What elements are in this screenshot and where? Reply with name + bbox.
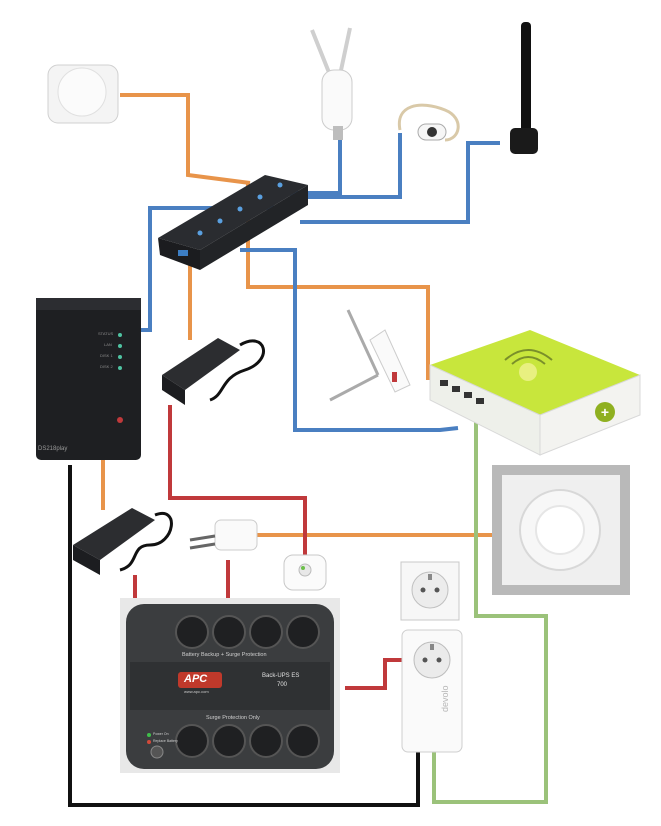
line-cable-box-plc <box>432 420 548 804</box>
ups-brand-logo: APC <box>184 673 208 685</box>
motion-sensor-icon <box>47 64 119 124</box>
wall-socket-icon <box>400 561 460 621</box>
ethernet-cable-hub-box <box>240 248 459 432</box>
ups-brand-url: www.apc.com <box>184 689 209 694</box>
ups-led-power-label: Power On <box>153 732 169 736</box>
lte-modem-icon <box>329 309 411 402</box>
ups-model-line1: Back-UPS ES <box>262 673 300 679</box>
ups-bottom-bank-label: Surge Protection Only <box>206 715 260 721</box>
ups-model-line2: 700 <box>277 682 288 688</box>
power-cable-adapter-ups <box>168 405 307 560</box>
antenna-icon <box>510 22 538 154</box>
home-automation-box-icon: + <box>429 330 641 456</box>
ups-top-bank-label: Battery Backup + Surge Protection <box>182 652 267 658</box>
ups-led-replace-label: Replace Battery <box>153 739 178 743</box>
usb-dongle-icon <box>397 103 460 142</box>
svg-text:+: + <box>601 404 609 420</box>
wifi-dongle-icon <box>310 27 353 140</box>
nas-led-lan: LAN <box>104 342 112 347</box>
nas-led-disk2: DISK 2 <box>100 364 113 369</box>
power-adapter-icon <box>162 338 265 405</box>
nas-led-disk1: DISK 1 <box>100 353 113 358</box>
smart-plug-icon <box>283 554 327 591</box>
data-cable-hdmi-dongle <box>290 133 402 199</box>
usb-hub-icon <box>158 175 308 270</box>
powerline-adapter-icon <box>401 629 463 753</box>
usb-cable-motion-sensor <box>120 93 251 185</box>
ups-icon <box>120 598 340 773</box>
cable-nas-plc <box>68 465 420 807</box>
power-adapter-icon <box>73 508 173 575</box>
plc-brand-label: devolo <box>440 685 450 712</box>
nas-model-label: DS218play <box>38 446 68 452</box>
nas-icon <box>36 298 141 460</box>
data-cable-antenna <box>300 141 500 224</box>
usb-charger-icon <box>189 519 258 551</box>
nas-led-status: STATUS <box>98 331 114 336</box>
wall-dimmer-icon <box>492 465 630 595</box>
